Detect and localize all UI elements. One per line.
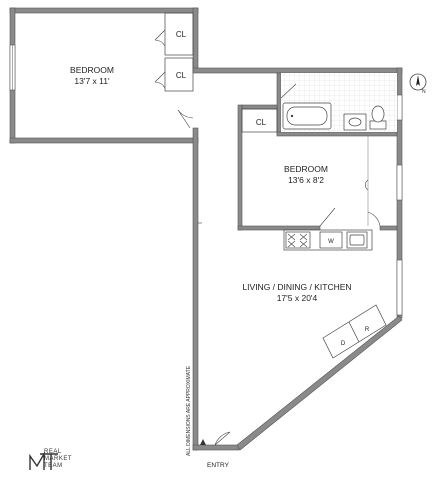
bathroom — [276, 72, 398, 137]
real-market-team-logo — [29, 451, 58, 470]
closet-label-3: CL — [256, 118, 267, 127]
logo-line-1: REAL — [44, 449, 62, 455]
bedroom-2-name: BEDROOM — [284, 164, 328, 174]
closet-label-1: CL — [176, 30, 187, 39]
dryer-fridge-unit — [322, 304, 387, 359]
entry-label: ENTRY — [207, 462, 230, 469]
washer-label: W — [328, 239, 334, 245]
bedroom-1-door — [177, 109, 194, 129]
closet-top — [154, 12, 194, 56]
refrigerator-label: R — [365, 327, 370, 333]
kitchen-counter — [283, 229, 373, 251]
compass-icon — [409, 73, 427, 91]
entry-door — [200, 431, 231, 446]
living-room-name: LIVING / DINING / KITCHEN — [242, 282, 351, 292]
closet-middle — [154, 57, 194, 92]
bedroom-1-name: BEDROOM — [70, 65, 114, 75]
bedroom-1-dims: 13'7 x 11' — [74, 76, 110, 86]
logo-text: REAL MARKET TEAM — [44, 449, 72, 470]
closet-label-2: CL — [176, 71, 187, 80]
logo-line-3: TEAM — [44, 463, 63, 469]
dimensions-disclaimer: ALL DIMENSIONS ARE APPROXIMATE — [186, 365, 192, 456]
compass-north-label: N — [422, 89, 426, 95]
living-room-dims: 17'5 x 20'4 — [277, 293, 318, 303]
logo-line-2: MARKET — [44, 456, 73, 462]
dryer-label: D — [341, 341, 346, 347]
bedroom-2-walls — [237, 136, 398, 231]
bedroom-2-dims: 13'6 x 8'2 — [288, 175, 324, 185]
